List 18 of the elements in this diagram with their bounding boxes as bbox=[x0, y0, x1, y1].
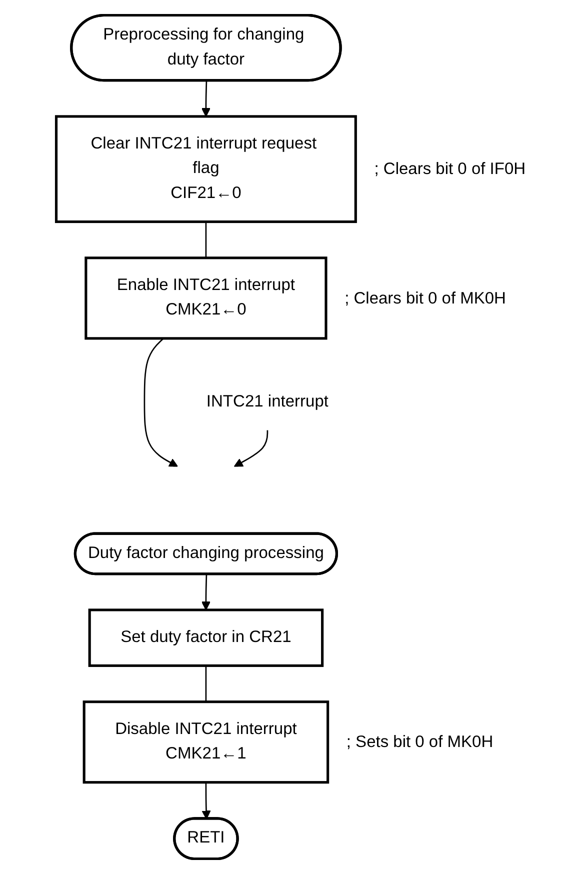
arrow bbox=[202, 80, 211, 117]
arrow bbox=[202, 574, 211, 610]
terminal-shape: Duty factor changing processing bbox=[74, 532, 338, 576]
terminal-shape: Preprocessing for changing duty factor bbox=[70, 14, 342, 82]
arrow bbox=[234, 430, 268, 467]
process-box: Disable INTC21 interrupt CMK21←1 bbox=[82, 700, 330, 784]
connector-line bbox=[205, 222, 207, 258]
annotation-text: INTC21 interrupt bbox=[206, 393, 329, 411]
arrow bbox=[144, 338, 178, 467]
arrow bbox=[202, 782, 211, 820]
terminal-shape: RETI bbox=[173, 817, 239, 860]
connector-line bbox=[205, 666, 207, 702]
comment-text: ; Clears bit 0 of IF0H bbox=[374, 160, 526, 178]
process-box: Clear INTC21 interrupt request flag CIF21←0 bbox=[55, 115, 358, 224]
process-box: Enable INTC21 interrupt CMK21←0 bbox=[84, 256, 328, 340]
comment-text: ; Clears bit 0 of MK0H bbox=[344, 289, 506, 308]
comment-text: ; Sets bit 0 of MK0H bbox=[346, 733, 494, 752]
process-box: Set duty factor in CR21 bbox=[88, 608, 324, 667]
